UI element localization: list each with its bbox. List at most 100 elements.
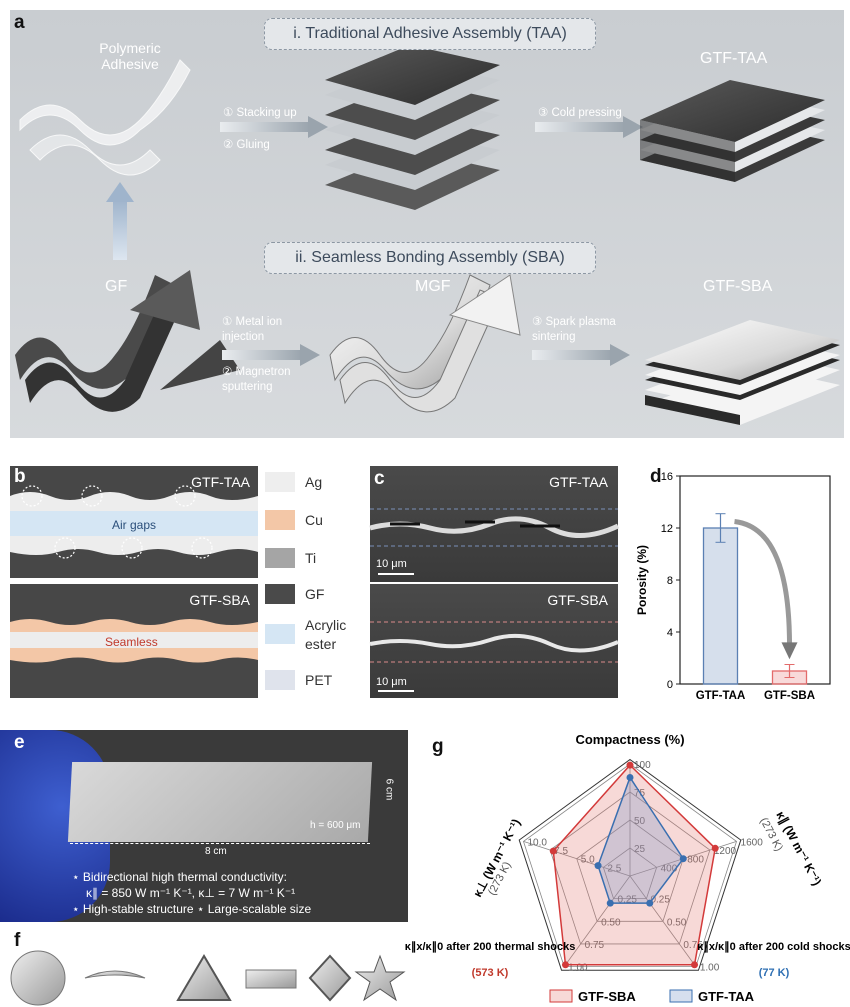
mgf-sheets	[329, 274, 521, 413]
legend-swatch-ag	[265, 472, 295, 492]
radar-point	[606, 899, 614, 907]
radar-point	[549, 847, 557, 855]
axis-sub-cold: (77 K)	[759, 967, 790, 979]
panel-c-sba-sem: GTF-SBA 10 μm	[369, 584, 619, 698]
panel-b-taa-schematic: GTF-TAA Air gaps	[10, 466, 258, 578]
legend-acrylic: Acrylic ester	[305, 617, 347, 652]
axis-label-compactness: Compactness (%)	[575, 732, 684, 747]
radar-tick-label: 5.0	[581, 855, 595, 866]
y-axis-label: Porosity (%)	[635, 545, 649, 615]
sba-title: ii. Seamless Bonding Assembly (SBA)	[264, 242, 596, 274]
radar-tick-label: 0.25	[650, 895, 670, 906]
bar-gtf-taa	[702, 527, 739, 685]
legend-swatch	[669, 989, 693, 1003]
dim-width: 8 cm	[205, 846, 227, 857]
gtf-taa-label: GTF-TAA	[700, 50, 768, 67]
legend-ag: Ag	[305, 474, 323, 490]
sba-step-2: ② Magnetron sputtering	[222, 366, 291, 393]
radar-point	[626, 773, 634, 781]
radar-point	[679, 855, 687, 863]
c-top-label: GTF-TAA	[549, 474, 608, 490]
taa-step-2: ② Gluing	[223, 139, 270, 151]
radar-outer-ring	[518, 758, 742, 971]
radar-tick-label: 1600	[741, 837, 764, 848]
radar-series-gtf-taa	[597, 775, 685, 904]
y-tick-label: 12	[661, 523, 673, 535]
panel-label-g: g	[432, 736, 444, 757]
radar-tick-label: 100	[634, 760, 651, 771]
radar-tick-label: 50	[634, 816, 646, 827]
radar-tick-label: 800	[687, 855, 704, 866]
legend-pet: PET	[305, 672, 333, 688]
sba-step-3: ③ Spark plasma sintering	[532, 316, 616, 343]
radar-tick-label: 0.75	[585, 940, 605, 951]
radar-spoke	[563, 875, 631, 967]
radar-tick-label: 0.25	[618, 895, 638, 906]
legend-label: GTF-TAA	[698, 989, 755, 1004]
y-tick-label: 4	[667, 627, 673, 639]
legend-swatch-ti	[265, 548, 295, 568]
radar-tick-label: 25	[634, 844, 646, 855]
c-bottom-scale: 10 μm	[376, 676, 407, 688]
plot-frame	[679, 475, 831, 685]
polymeric-adhesive-sheets	[19, 59, 191, 176]
panel-label-d: d	[650, 466, 662, 487]
shape-curved	[84, 970, 146, 979]
shape-star	[354, 954, 406, 1002]
c-top-scale: 10 μm	[376, 558, 407, 570]
radar-grid-ring	[523, 763, 737, 968]
y-tick-label: 0	[667, 679, 673, 691]
legend-swatch-gf	[265, 584, 295, 604]
seamless-label: Seamless	[105, 635, 158, 649]
radar-tick-label: 1.00	[700, 963, 720, 974]
polymeric-adhesive-label: Polymeric Adhesive	[99, 40, 161, 72]
radar-point	[561, 961, 569, 969]
radar-series-gtf-sba	[552, 764, 717, 966]
taa-title: i. Traditional Adhesive Assembly (TAA)	[264, 18, 596, 50]
gtf-sba-label: GTF-SBA	[703, 278, 773, 295]
radar-point	[711, 844, 719, 852]
taa-exploded-stack	[325, 45, 500, 210]
dim-line-w	[70, 843, 370, 844]
shape-rectangle	[245, 969, 297, 989]
panel-a-graphics	[15, 45, 840, 425]
radar-grid-ring	[602, 847, 658, 900]
sba-step-1: ① Metal ion injection	[222, 316, 283, 343]
panel-label-e: e	[14, 732, 25, 753]
y-tick-label: 16	[661, 471, 673, 483]
e-text-line2: κ∥ = 850 W m⁻¹ K⁻¹, κ⊥ = 7 W m⁻¹ K⁻¹	[86, 886, 296, 900]
reduction-arrowhead	[781, 642, 798, 660]
radar-tick-label: 0.50	[601, 917, 621, 928]
panel-label-c: c	[374, 468, 385, 489]
panel-b-legend: Ag Cu Ti GF Acrylic ester PET	[265, 466, 365, 698]
air-gaps-label: Air gaps	[112, 518, 157, 532]
panel-c-taa-sem: c GTF-TAA 10 μm	[369, 466, 620, 582]
radar-tick-label: 10.0	[527, 837, 547, 848]
taa-step-1: ① Stacking up	[223, 107, 297, 119]
radar-grid-ring	[576, 819, 684, 922]
radar-spoke	[523, 841, 631, 877]
panel-b-sba-schematic: GTF-SBA Seamless	[10, 584, 258, 698]
radar-tick-label: 2.5	[607, 863, 621, 874]
radar-chart: 255075100400800120016000.250.500.751.000…	[405, 732, 850, 1004]
axis-label-thermal: κ∥x/κ∥0 after 200 thermal shocks	[405, 941, 576, 953]
thickness-label: h = 600 μm	[310, 820, 361, 831]
e-text-line1: ⋆ Bidirectional high thermal conductivit…	[72, 870, 287, 884]
x-tick-label: GTF-SBA	[764, 690, 815, 702]
axis-sub-thermal: (573 K)	[472, 967, 509, 979]
panel-label-b: b	[14, 466, 26, 487]
gf-sheets	[15, 270, 240, 412]
e-text-line3: ⋆ High-stable structure ⋆ Large-scalable…	[72, 902, 312, 916]
b-bottom-label: GTF-SBA	[189, 592, 250, 608]
y-tick-label: 8	[667, 575, 673, 587]
legend-swatch-acrylic	[265, 624, 295, 644]
legend-cu: Cu	[305, 512, 323, 528]
radar-tick-label: 400	[661, 863, 678, 874]
radar-point	[646, 899, 654, 907]
panel-e-photo: e 6 cm h = 600 μm 8 cm ⋆ Bidirectional h…	[0, 730, 408, 922]
legend-swatch-pet	[265, 670, 295, 690]
radar-spoke	[629, 875, 697, 967]
shape-diamond	[308, 954, 352, 1002]
radar-tick-label: 1.00	[568, 963, 588, 974]
